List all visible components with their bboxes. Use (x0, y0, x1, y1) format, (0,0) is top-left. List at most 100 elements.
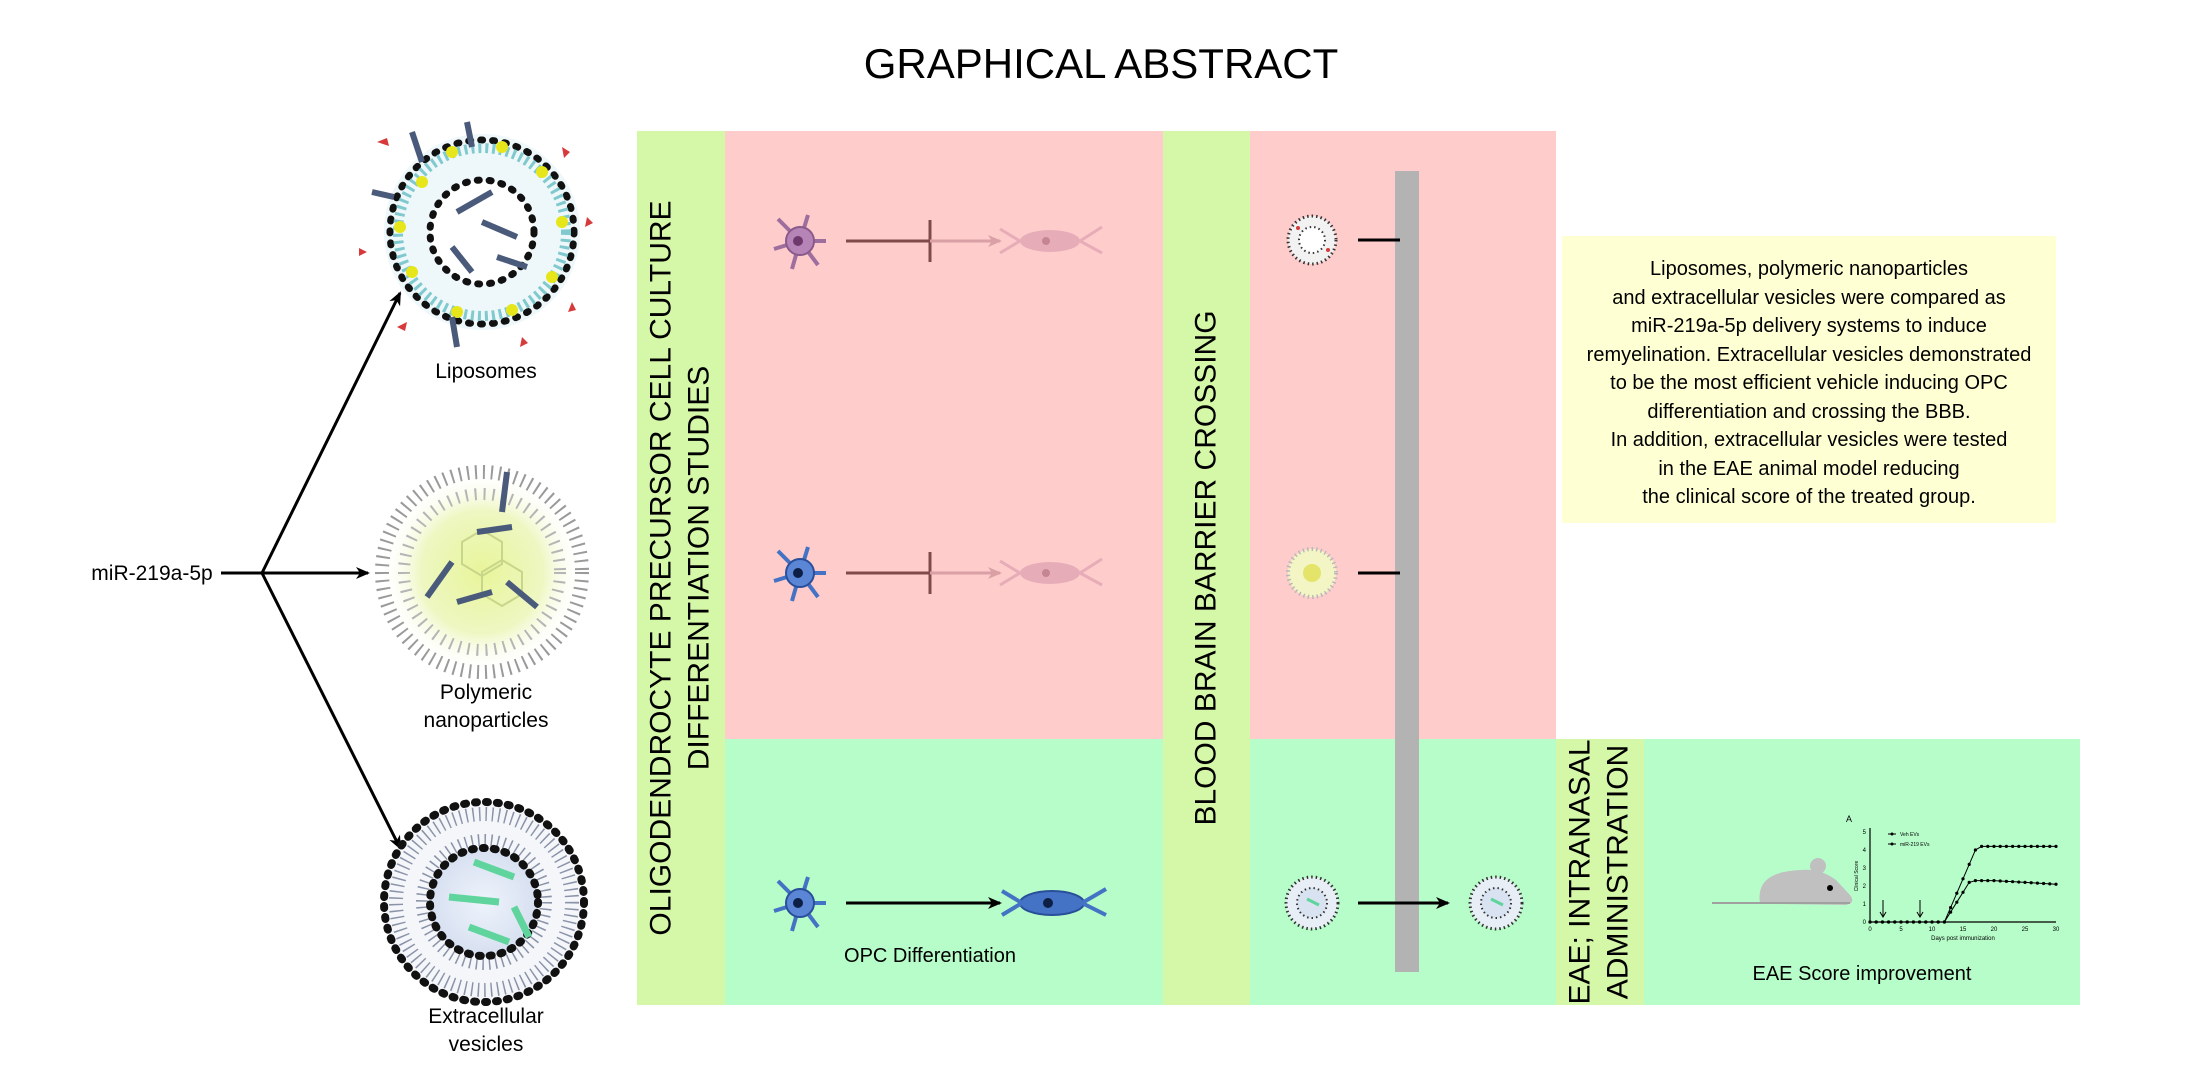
x-tick: 20 (1991, 927, 1998, 933)
mini-series-point (1973, 848, 1977, 852)
mini-chart-x-ticks: 0 5 10 15 20 25 30 (1868, 927, 2060, 933)
y-tick: 0 (1863, 920, 1867, 926)
mini-chart-arrows (1879, 900, 1924, 918)
y-tick: 3 (1863, 866, 1867, 872)
mini-series-point (1893, 920, 1897, 924)
mini-series-point (1986, 844, 1990, 849)
mini-series-point (1880, 920, 1884, 924)
polymeric-label-line1: Polymeric (440, 681, 532, 704)
y-tick: 2 (1863, 884, 1867, 890)
polymeric-label-line2: nanoparticles (424, 709, 549, 732)
mini-chart-panel-label: A (1846, 814, 1852, 824)
mini-series-point (1998, 844, 2002, 849)
liposome-illustration (359, 121, 593, 348)
summary-note: Liposomes, polymeric nanoparticles and e… (1562, 236, 2056, 523)
opc-row-polymeric (773, 546, 1103, 602)
eae-mini-chart: A 0 1 2 3 4 5 0 5 10 15 20 25 30 Clinica… (1846, 814, 2060, 942)
mini-series-point (2011, 844, 2015, 849)
mini-series-point (2042, 881, 2046, 886)
page-title: GRAPHICAL ABSTRACT (863, 40, 1339, 87)
mini-series-point (1936, 920, 1940, 924)
mini-series-point (1992, 879, 1996, 883)
x-tick: 15 (1960, 927, 1967, 933)
mini-series-point (1918, 920, 1922, 924)
mini-chart-y-ticks: 0 1 2 3 4 5 (1863, 830, 1867, 926)
x-tick: 5 (1899, 927, 1903, 933)
mini-series-point (2042, 844, 2046, 849)
oligodendrocyte-icon (1000, 887, 1108, 917)
mini-series-line-veh (1870, 845, 2056, 923)
mini-series-point (2035, 844, 2039, 849)
ev-label-line2: vesicles (449, 1033, 524, 1056)
ev-label-line1: Extracellular (428, 1005, 544, 1028)
mini-series-point (1998, 879, 2002, 883)
mini-series-point (2004, 879, 2008, 883)
mini-chart-legend-2: miR-219 EVs (1900, 842, 1930, 848)
y-tick: 5 (1863, 830, 1867, 836)
extracellular-vesicle-illustration (380, 798, 588, 1006)
mini-series-point (1955, 891, 1959, 895)
mini-series-point (1961, 890, 1965, 894)
mini-series-point (1911, 920, 1915, 924)
eae-score-label: EAE Score improvement (1753, 963, 1972, 985)
polymeric-nanoparticle-illustration (375, 465, 589, 679)
opc-row-liposome (773, 214, 1103, 270)
opc-section-band (637, 131, 725, 1005)
mini-series-point (1899, 920, 1903, 924)
opc-row-ev (773, 876, 1108, 932)
mini-series-point (2017, 880, 2021, 884)
mini-series-point (1980, 879, 1984, 883)
mini-series-point (1980, 844, 1984, 849)
mini-series-point (2011, 880, 2015, 884)
mini-series-point (1949, 906, 1953, 910)
y-tick: 4 (1863, 848, 1867, 854)
mini-series-point (2048, 882, 2052, 886)
summary-line: and extracellular vesicles were compared… (1612, 286, 2006, 309)
mini-chart-series (1868, 844, 2058, 924)
mini-series-point (2023, 880, 2027, 885)
mini-series-point (1986, 879, 1990, 883)
mini-chart-xlabel: Days post immunization (1931, 936, 1995, 942)
liposomes-label: Liposomes (435, 360, 537, 383)
mini-series-point (2054, 844, 2058, 849)
mini-series-point (1955, 900, 1959, 904)
bbb-row-ev (1284, 875, 1524, 931)
eae-green-area (1644, 739, 2080, 1005)
mini-series-point (1868, 920, 1872, 924)
mini-chart-ylabel: Clinical Score (1854, 861, 1860, 892)
summary-line: In addition, extracellular vesicles were… (1610, 429, 2008, 451)
mini-series-point (2029, 881, 2033, 885)
summary-line: differentiation and crossing the BBB. (1647, 400, 1971, 423)
mini-series-point (2048, 844, 2052, 849)
mouse-icon (1712, 858, 1853, 905)
summary-line: miR-219a-5p delivery systems to induce (1631, 315, 1987, 337)
x-tick: 10 (1929, 927, 1936, 933)
mini-series-point (1887, 920, 1891, 924)
mini-series-point (2017, 844, 2021, 849)
mini-series-point (1967, 862, 1971, 867)
mini-series-point (2054, 882, 2058, 886)
bbb-row-liposome (1286, 214, 1400, 266)
eae-section-band (1556, 739, 1644, 1005)
mini-series-point (2023, 844, 2027, 849)
x-tick: 0 (1868, 927, 1872, 933)
bbb-section-band (1163, 131, 1250, 1005)
polymeric-mini-icon (1286, 547, 1338, 599)
oligodendrocyte-icon-faded (999, 225, 1103, 255)
summary-line: to be the most efficient vehicle inducin… (1610, 372, 2008, 394)
mini-series-point (1967, 880, 1971, 885)
mini-series-point (2029, 844, 2033, 849)
summary-line: in the EAE animal model reducing (1658, 457, 1960, 480)
mini-series-point (1874, 920, 1878, 924)
opc-cell-icon (773, 546, 826, 602)
opc-green-area (725, 739, 1163, 1005)
mini-series-point (1930, 920, 1934, 924)
x-tick: 30 (2053, 927, 2060, 933)
mini-chart-legend-1: Veh EVs (1900, 832, 1920, 838)
oligodendrocyte-icon-faded (999, 557, 1103, 587)
mini-series-line-mir (1870, 880, 2057, 923)
mini-series-point (1961, 877, 1965, 881)
ev-mini-icon (1284, 875, 1340, 931)
opc-differentiation-label: OPC Differentiation (844, 945, 1016, 967)
